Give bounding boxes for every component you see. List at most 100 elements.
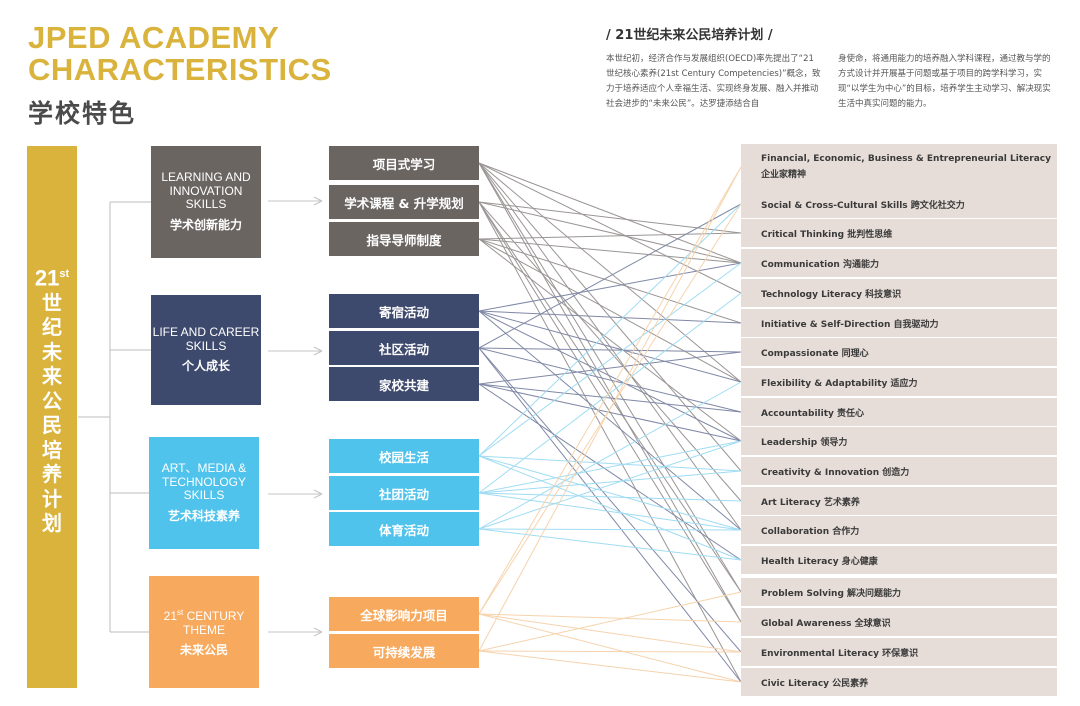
century-num: 21 <box>34 265 60 291</box>
program-box-5: 家校共建 <box>329 367 479 401</box>
category-cn: 艺术科技素养 <box>167 508 240 523</box>
connection-line-0 <box>478 162 742 264</box>
connection-line-51 <box>478 650 742 653</box>
competency-4: Technology Literacy 科技意识 <box>741 279 1057 307</box>
category-en-rest: CENTURY THEME <box>183 609 245 637</box>
connection-line-46 <box>478 166 742 615</box>
connection-line-27 <box>478 347 742 683</box>
title-line-1: JPED ACADEMY <box>28 20 280 55</box>
program-box-3: 寄宿活动 <box>329 294 479 328</box>
connection-line-4 <box>478 162 742 593</box>
connection-line-8 <box>478 201 742 264</box>
century-char-7: 养 <box>42 462 62 487</box>
connection-line-10 <box>478 201 742 593</box>
century-char-1: 纪 <box>42 315 62 340</box>
connection-line-36 <box>478 262 742 457</box>
category-en: 21st CENTURY THEME <box>149 606 259 637</box>
connection-line-9 <box>478 201 742 502</box>
competency-en: Financial, Economic, Business & Entrepre… <box>761 154 1051 164</box>
plan-intro-right: 身使命，将通用能力的培养融入学科课程，通过教与学的方式设计并开展基于问题或基于项… <box>838 54 1051 109</box>
program-box-0: 项目式学习 <box>329 146 479 180</box>
competency-16: Environmental Literacy 环保意识 <box>741 638 1057 666</box>
category-cn: 学术创新能力 <box>169 217 242 232</box>
category-arrowhead-b-2 <box>313 493 323 499</box>
category-en: LIFE AND CAREER SKILLS <box>152 325 260 353</box>
category-en: ART、MEDIA & TECHNOLOGY SKILLS <box>161 461 247 503</box>
century-char-9: 划 <box>42 511 62 536</box>
connection-line-20 <box>478 310 742 531</box>
century-plan-label: 21st 世纪未来公民培养计划 <box>27 262 77 536</box>
competency-8: Accountability 责任心 <box>741 398 1057 426</box>
plan-intro-left: 本世纪初，经济合作与发展组织(OECD)率先提出了“21世纪核心素养(21st … <box>606 54 821 109</box>
connection-line-25 <box>478 347 742 413</box>
connection-line-44 <box>478 440 742 530</box>
competency-cn: 企业家精神 <box>761 170 807 180</box>
page-title-cn: 学校特色 <box>28 99 137 128</box>
category-box-2: ART、MEDIA & TECHNOLOGY SKILLS 艺术科技素养 <box>149 437 259 549</box>
century-char-4: 公 <box>42 388 62 413</box>
connection-line-54 <box>478 166 742 652</box>
connection-line-16 <box>478 232 742 240</box>
connection-line-29 <box>478 383 742 413</box>
connection-line-45 <box>478 381 742 530</box>
competency-15: Global Awareness 全球意识 <box>741 608 1057 636</box>
century-chars: 世纪未来公民培养计划 <box>27 291 77 536</box>
competency-17: Civic Literacy 公民素养 <box>741 668 1057 696</box>
connection-line-19 <box>478 310 742 324</box>
connection-line-48 <box>478 613 742 653</box>
century-char-5: 民 <box>42 413 62 438</box>
connection-line-23 <box>478 203 742 349</box>
connection-line-37 <box>478 440 742 494</box>
program-box-1: 学术课程 & 升学规划 <box>329 185 479 219</box>
century-char-0: 世 <box>42 290 62 315</box>
program-box-8: 体育活动 <box>329 512 479 546</box>
category-box-1: LIFE AND CAREER SKILLS 个人成长 <box>151 295 261 405</box>
competency-13: Health Literacy 身心健康 <box>741 546 1057 574</box>
category-arrowhead-b-1 <box>313 350 323 356</box>
program-box-7: 社团活动 <box>329 476 479 510</box>
competency-5: Initiative & Self-Direction 自我驱动力 <box>741 309 1057 337</box>
connection-line-13 <box>478 238 742 264</box>
competency-6: Compassionate 同理心 <box>741 338 1057 366</box>
century-char-2: 未 <box>42 339 62 364</box>
connection-line-43 <box>478 528 742 531</box>
century-char-3: 来 <box>42 364 62 389</box>
connection-line-21 <box>478 310 742 383</box>
category-en: LEARNING AND INNOVATION SKILLS <box>161 170 251 212</box>
connection-line-41 <box>478 470 742 494</box>
competency-10: Creativity & Innovation 创造力 <box>741 457 1057 485</box>
category-arrowhead-b-3 <box>313 631 323 637</box>
connection-line-39 <box>478 492 742 531</box>
program-box-6: 校园生活 <box>329 439 479 473</box>
connection-line-14 <box>478 238 742 324</box>
connection-line-18 <box>478 262 742 312</box>
connection-line-49 <box>478 613 742 683</box>
program-box-4: 社区活动 <box>329 331 479 365</box>
century-char-6: 培 <box>42 437 62 462</box>
category-en-sup: st <box>177 608 184 617</box>
connection-line-34 <box>478 455 742 561</box>
connection-line-52 <box>478 650 742 683</box>
category-cn: 未来公民 <box>179 643 228 657</box>
connection-line-32 <box>478 203 742 457</box>
page-title-en: JPED ACADEMY CHARACTERISTICS <box>28 22 368 86</box>
connection-line-53 <box>478 591 742 652</box>
category-arrowhead-a-1 <box>313 346 323 352</box>
century-char-8: 计 <box>42 486 62 511</box>
category-arrowhead-b-0 <box>313 200 323 206</box>
competency-3: Communication 沟通能力 <box>741 249 1057 277</box>
category-cn: 个人成长 <box>181 359 230 373</box>
competency-9: Leadership 领导力 <box>741 427 1057 455</box>
century-sup: st <box>59 268 70 280</box>
connection-line-42 <box>478 528 742 561</box>
connection-line-47 <box>478 613 742 623</box>
connection-line-2 <box>478 162 742 383</box>
competency-7: Flexibility & Adaptability 适应力 <box>741 368 1057 396</box>
program-box-10: 可持续发展 <box>329 634 479 668</box>
plan-title: / 21世纪未来公民培养计划 / <box>606 28 773 43</box>
competency-1: Social & Cross-Cultural Skills 跨文化社交力 <box>741 190 1057 218</box>
connection-line-17 <box>478 238 742 383</box>
connection-line-38 <box>478 492 742 502</box>
competency-0: Financial, Economic, Business & Entrepre… <box>741 144 1057 190</box>
